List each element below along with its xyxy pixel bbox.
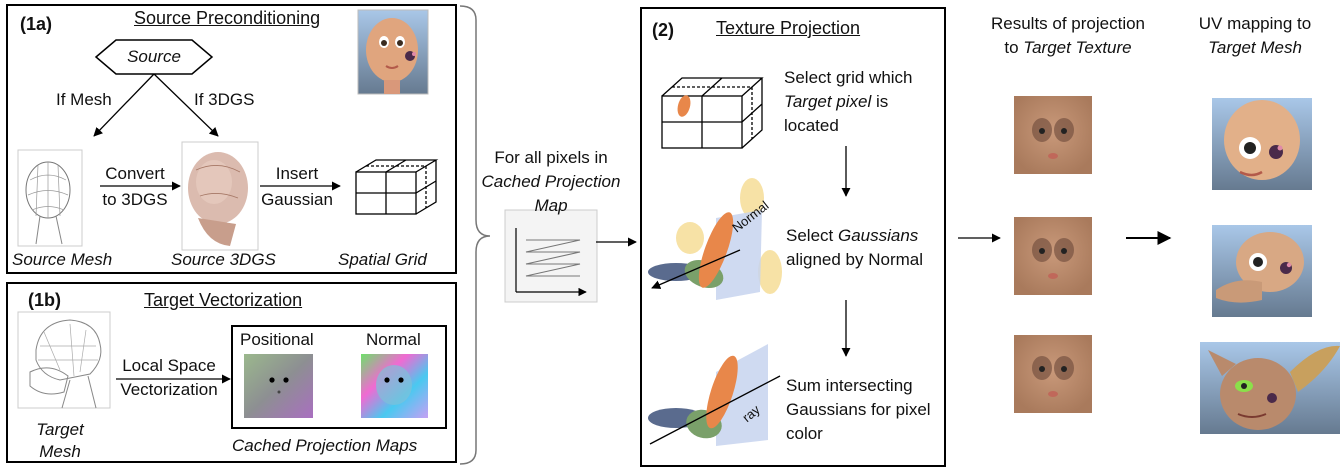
positional-map — [244, 354, 313, 418]
middle-line-1: For all pixels in — [494, 148, 608, 167]
results-col2-line-2: Target Mesh — [1208, 38, 1302, 57]
target-mesh-label-1: Target — [36, 420, 84, 439]
step2-line-1: Select Gaussians — [786, 226, 918, 246]
results-to: to — [1004, 38, 1024, 57]
results-col1-line-2: to Target Texture — [970, 38, 1166, 58]
normal-map — [361, 354, 428, 418]
target-mesh-image — [17, 311, 111, 409]
convert-label-2: to 3DGS — [102, 190, 168, 209]
source-avatar-image — [357, 9, 429, 95]
middle-line-2: Cached Projection — [481, 172, 621, 191]
result-texture-2 — [1014, 217, 1092, 295]
bracket — [459, 5, 491, 465]
step1-line-1: Select grid which — [784, 68, 913, 87]
select-grid-icon — [661, 77, 764, 149]
gaussians-term: Gaussians — [837, 226, 919, 245]
middle-line-3: Map — [534, 196, 568, 215]
local-space-label-1: Local Space — [122, 356, 216, 375]
spatial-grid-label: Spatial Grid — [338, 250, 427, 269]
positional-label: Positional — [240, 330, 314, 349]
step3-line-1: Sum intersecting — [786, 376, 913, 395]
panel-1a-tag: (1a) — [20, 14, 53, 34]
cached-maps-box — [231, 325, 447, 429]
uv-result-goblin — [1200, 342, 1340, 434]
if-3dgs-label: If 3DGS — [194, 90, 255, 109]
panel-1b-tag: (1b) — [28, 290, 61, 310]
source-3dgs-label: Source 3DGS — [171, 250, 276, 269]
source-hexagon — [94, 39, 214, 75]
if-mesh-label: If Mesh — [56, 90, 112, 109]
spatial-grid-icon — [355, 159, 439, 215]
cached-maps-label: Cached Projection Maps — [232, 436, 418, 455]
result-texture-3 — [1014, 335, 1092, 413]
panel-2-title: Texture Projection — [716, 18, 861, 38]
results-col1-line-1: Results of projection — [990, 14, 1146, 33]
step2-line-2: aligned by Normal — [786, 250, 924, 269]
ray-intersection-illustration — [648, 344, 781, 446]
source-mesh-label: Source Mesh — [12, 250, 113, 269]
step3-line-2: Gaussians for pixel — [786, 400, 931, 419]
local-space-label-2: Vectorization — [120, 380, 218, 399]
target-mesh-label-2: Mesh — [39, 442, 81, 461]
target-pixel-marker — [677, 95, 691, 117]
uv-result-otter — [1212, 225, 1312, 317]
panel-1b-title: Target Vectorization — [144, 290, 303, 310]
step1-line-3: located — [784, 116, 839, 135]
target-pixel-term: Target pixel — [784, 92, 872, 111]
convert-label-1: Convert — [105, 164, 165, 183]
result-texture-1 — [1014, 96, 1092, 174]
insert-label-2: Gaussian — [261, 190, 333, 209]
results-col2-line-1: UV mapping to — [1198, 14, 1312, 33]
source-3dgs-image — [181, 141, 259, 251]
panel-2-tag: (2) — [652, 20, 674, 40]
normal-label: Normal — [366, 330, 421, 349]
insert-label-1: Insert — [275, 164, 319, 183]
step1-is: is — [871, 92, 889, 111]
panel-1a-title: Source Preconditioning — [134, 8, 321, 28]
target-texture-term: Target Texture — [1023, 38, 1132, 57]
source-mesh-image — [17, 149, 83, 247]
step2-select: Select — [786, 226, 838, 245]
step1-line-2: Target pixel is — [784, 92, 888, 112]
projection-map-icon — [504, 209, 598, 303]
gaussians-illustration — [648, 178, 782, 300]
step3-line-3: color — [786, 424, 823, 443]
uv-result-human — [1212, 98, 1312, 190]
source-label: Source — [127, 47, 181, 66]
